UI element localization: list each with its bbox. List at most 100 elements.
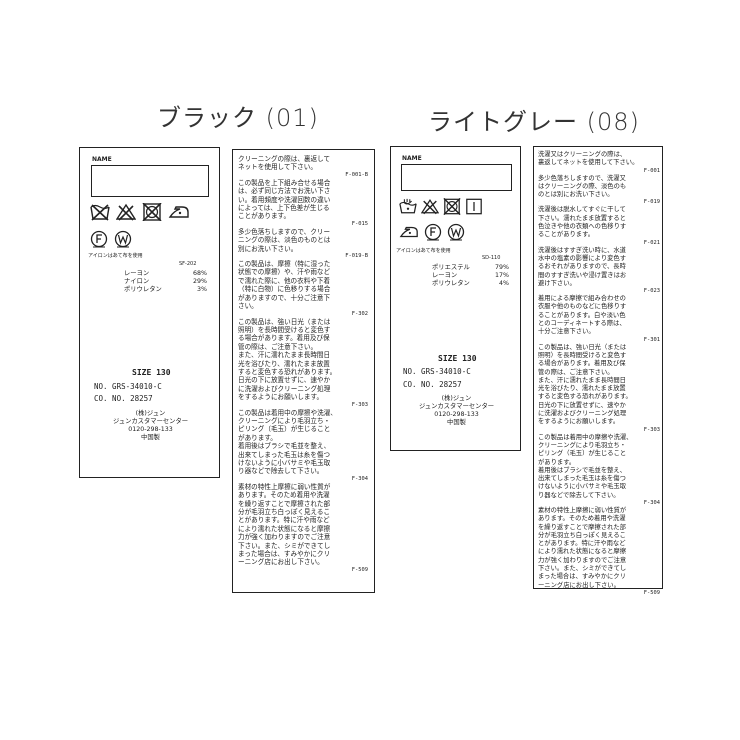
fiber-percent: 29% bbox=[193, 278, 207, 285]
care-text: クリーニングの際は、裏返して ネットを使用して下さい。 bbox=[238, 155, 331, 172]
fiber-percent: 4% bbox=[499, 280, 509, 287]
care-code: F-001-B bbox=[345, 171, 368, 178]
composition-row: レーヨン 17% bbox=[432, 272, 509, 280]
care-text: 洗濯後はすすぎ洗い時に、水道 水中の塩素の影響により変色す るおそれがありますの… bbox=[538, 246, 627, 287]
no-bleach-icon bbox=[116, 203, 136, 221]
iron-low-icon bbox=[399, 226, 418, 238]
care-code: F-019 bbox=[643, 199, 660, 206]
size: SIZE 130 bbox=[438, 354, 477, 363]
care-code: F-509 bbox=[351, 566, 368, 573]
care-code: F-019-B bbox=[345, 253, 368, 260]
fiber-percent: 79% bbox=[495, 264, 509, 271]
care-code: F-001 bbox=[643, 167, 660, 174]
care-paragraph: 洗濯後はすすぎ洗い時に、水道 水中の塩素の影響により変色す るおそれがありますの… bbox=[538, 247, 660, 295]
customer-center: ジュンカスタマーセンター bbox=[418, 403, 495, 410]
care-text: 着用による摩擦で組み合わせの 衣服や他のものなどに色移りす ることがあります。白… bbox=[538, 295, 627, 336]
care-paragraph: 洗濯後は脱水してすぐに干して 下さい。濡れたまま放置すると 色泣きや他の衣類への… bbox=[538, 206, 660, 246]
care-text: 洗濯後は脱水してすぐに干して 下さい。濡れたまま放置すると 色泣きや他の衣類への… bbox=[538, 206, 627, 239]
no-tumble-dry-icon bbox=[443, 198, 461, 215]
care-code: F-303 bbox=[643, 426, 660, 433]
fiber-percent: 17% bbox=[495, 272, 509, 279]
care-paragraph: 洗濯又はクリーニングの際は、 裏返してネットを使用して下さい。 F-001 bbox=[538, 151, 660, 175]
fiber-name: ポリエステル bbox=[432, 264, 470, 271]
name-label: NAME bbox=[92, 156, 112, 163]
country-of-origin: 中国製 bbox=[447, 419, 466, 426]
care-symbols-row-1 bbox=[90, 203, 190, 221]
care-text: この製品は着用中の摩擦や洗濯、 クリーニングにより毛羽立ち・ ピリング（毛玉）が… bbox=[538, 433, 633, 499]
wet-clean-w-icon bbox=[447, 223, 465, 241]
fiber-name: レーヨン bbox=[124, 270, 150, 277]
care-paragraph: クリーニングの際は、裏返して ネットを使用して下さい。 F-001-B bbox=[238, 155, 368, 179]
care-text: この製品を上下組み合せる場合 は、必ず同じ方法でお洗い下さ い。着用頻度や洗濯回… bbox=[238, 178, 331, 221]
iron-note: アイロンはあて布を使用 bbox=[396, 248, 451, 254]
iron-low-icon bbox=[168, 206, 189, 218]
heading-black: ブラック (01) bbox=[157, 104, 319, 132]
care-code: F-304 bbox=[351, 475, 368, 482]
care-code: F-304 bbox=[643, 499, 660, 506]
label-black-care: クリーニングの際は、裏返して ネットを使用して下さい。 F-001-B この製品を上… bbox=[232, 149, 375, 593]
label-code: SD-110 bbox=[482, 255, 501, 261]
care-paragraph: この製品は着用中の摩擦や洗濯、 クリーニングにより毛羽立ち・ ピリング（毛玉）が… bbox=[238, 409, 368, 483]
color-number: CO. NO. 28257 bbox=[94, 394, 153, 403]
care-paragraph: この製品は着用中の摩擦や洗濯、 クリーニングにより毛羽立ち・ ピリング（毛玉）が… bbox=[538, 434, 660, 507]
product-number: NO. GRS-34010-C bbox=[94, 382, 162, 391]
care-paragraph: 着用による摩擦で組み合わせの 衣服や他のものなどに色移りす ることがあります。白… bbox=[538, 295, 660, 343]
fiber-name: レーヨン bbox=[432, 272, 458, 279]
dry-clean-f-icon bbox=[424, 223, 442, 241]
phone-number: 0120-298-133 bbox=[128, 426, 173, 433]
care-code: F-015 bbox=[351, 220, 368, 227]
name-field bbox=[91, 165, 209, 197]
fiber-percent: 68% bbox=[193, 270, 207, 277]
country-of-origin: 中国製 bbox=[141, 434, 160, 441]
fiber-name: ポリウレタン bbox=[124, 286, 162, 293]
customer-center: ジュンカスタマーセンター bbox=[112, 418, 189, 425]
care-text: この製品は、強い日光（または 照明）を長時間受けると変色す る場合があります。着… bbox=[538, 343, 632, 426]
company-name: (株)ジュン bbox=[441, 395, 472, 402]
care-code: F-303 bbox=[351, 401, 368, 408]
hand-wash-icon bbox=[399, 198, 417, 214]
care-code: F-021 bbox=[643, 239, 660, 246]
care-text: この製品は着用中の摩擦や洗濯、 クリーニングにより毛羽立ち・ ピリング（毛玉）が… bbox=[238, 408, 337, 476]
care-paragraph: 多少色落ちしますので、クリー ニングの際は、淡色のものとは 別にお洗い下さい。 F… bbox=[238, 228, 368, 260]
care-paragraph: 素材の特性上摩擦に弱い性質が あります。そのため着用や洗濯 を繰り返すことで摩擦… bbox=[238, 483, 368, 574]
care-paragraph: この製品は、強い日光（または 照明）を長時間受けると変色す る場合があります。着… bbox=[238, 318, 368, 409]
care-symbols-row-2 bbox=[90, 230, 132, 248]
care-text: 多少色落ちしますので、クリー ニングの際は、淡色のものとは 別にお洗い下さい。 bbox=[238, 227, 331, 253]
product-number: NO. GRS-34010-C bbox=[403, 367, 471, 376]
care-code: F-023 bbox=[643, 288, 660, 295]
care-text: この製品は、強い日光（または 照明）を長時間受けると変色す る場合があります。着… bbox=[238, 317, 337, 402]
care-symbols-row-2 bbox=[399, 223, 465, 241]
no-tumble-dry-icon bbox=[142, 203, 162, 221]
care-code: F-509 bbox=[643, 589, 660, 596]
care-notes: 洗濯又はクリーニングの際は、 裏返してネットを使用して下さい。 F-001 多少色落… bbox=[538, 151, 660, 597]
heading-light-gray: ライトグレー (08) bbox=[428, 108, 640, 136]
label-gray-product: NAME アイロンはあて布を使用 SD-110 ポリエステル 79% レーヨン 17… bbox=[390, 146, 521, 451]
care-paragraph: この製品は、摩擦（特に湿った 状態での摩擦）や、汗や雨など で濡れた際に、他の衣… bbox=[238, 260, 368, 317]
care-paragraph: 多少色落ちしますので、洗濯又 はクリーニングの際、淡色のも のとは別にお洗い下さ… bbox=[538, 175, 660, 207]
wet-clean-w-icon bbox=[114, 230, 132, 248]
care-paragraph: この製品は、強い日光（または 照明）を長時間受けると変色す る場合があります。着… bbox=[538, 344, 660, 434]
company-name: (株)ジュン bbox=[135, 410, 166, 417]
iron-note: アイロンはあて布を使用 bbox=[88, 253, 143, 259]
care-paragraph: この製品を上下組み合せる場合 は、必ず同じ方法でお洗い下さ い。着用頻度や洗濯回… bbox=[238, 179, 368, 228]
company-info: (株)ジュン ジュンカスタマーセンター 0120-298-133 中国製 bbox=[80, 410, 221, 442]
care-text: 洗濯又はクリーニングの際は、 裏返してネットを使用して下さい。 bbox=[538, 151, 639, 167]
composition-row: レーヨン 68% bbox=[124, 270, 207, 278]
care-code: F-302 bbox=[351, 310, 368, 317]
fiber-name: ナイロン bbox=[124, 278, 150, 285]
name-label: NAME bbox=[402, 155, 422, 162]
care-text: この製品は、摩擦（特に湿った 状態での摩擦）や、汗や雨など で濡れた際に、他の衣… bbox=[238, 260, 331, 311]
size: SIZE 130 bbox=[132, 368, 171, 377]
care-text: 多少色落ちしますので、洗濯又 はクリーニングの際、淡色のも のとは別にお洗い下さ… bbox=[538, 174, 627, 199]
care-symbols-row-1 bbox=[399, 198, 483, 215]
color-number: CO. NO. 28257 bbox=[403, 380, 462, 389]
label-gray-care: 洗濯又はクリーニングの際は、 裏返してネットを使用して下さい。 F-001 多少色落… bbox=[533, 146, 663, 596]
composition-row: ナイロン 29% bbox=[124, 278, 207, 286]
line-dry-icon bbox=[466, 198, 482, 215]
care-text: 素材の特性上摩擦に弱い性質が あります。そのため着用や洗濯 を繰り返すことで摩擦… bbox=[238, 482, 331, 567]
